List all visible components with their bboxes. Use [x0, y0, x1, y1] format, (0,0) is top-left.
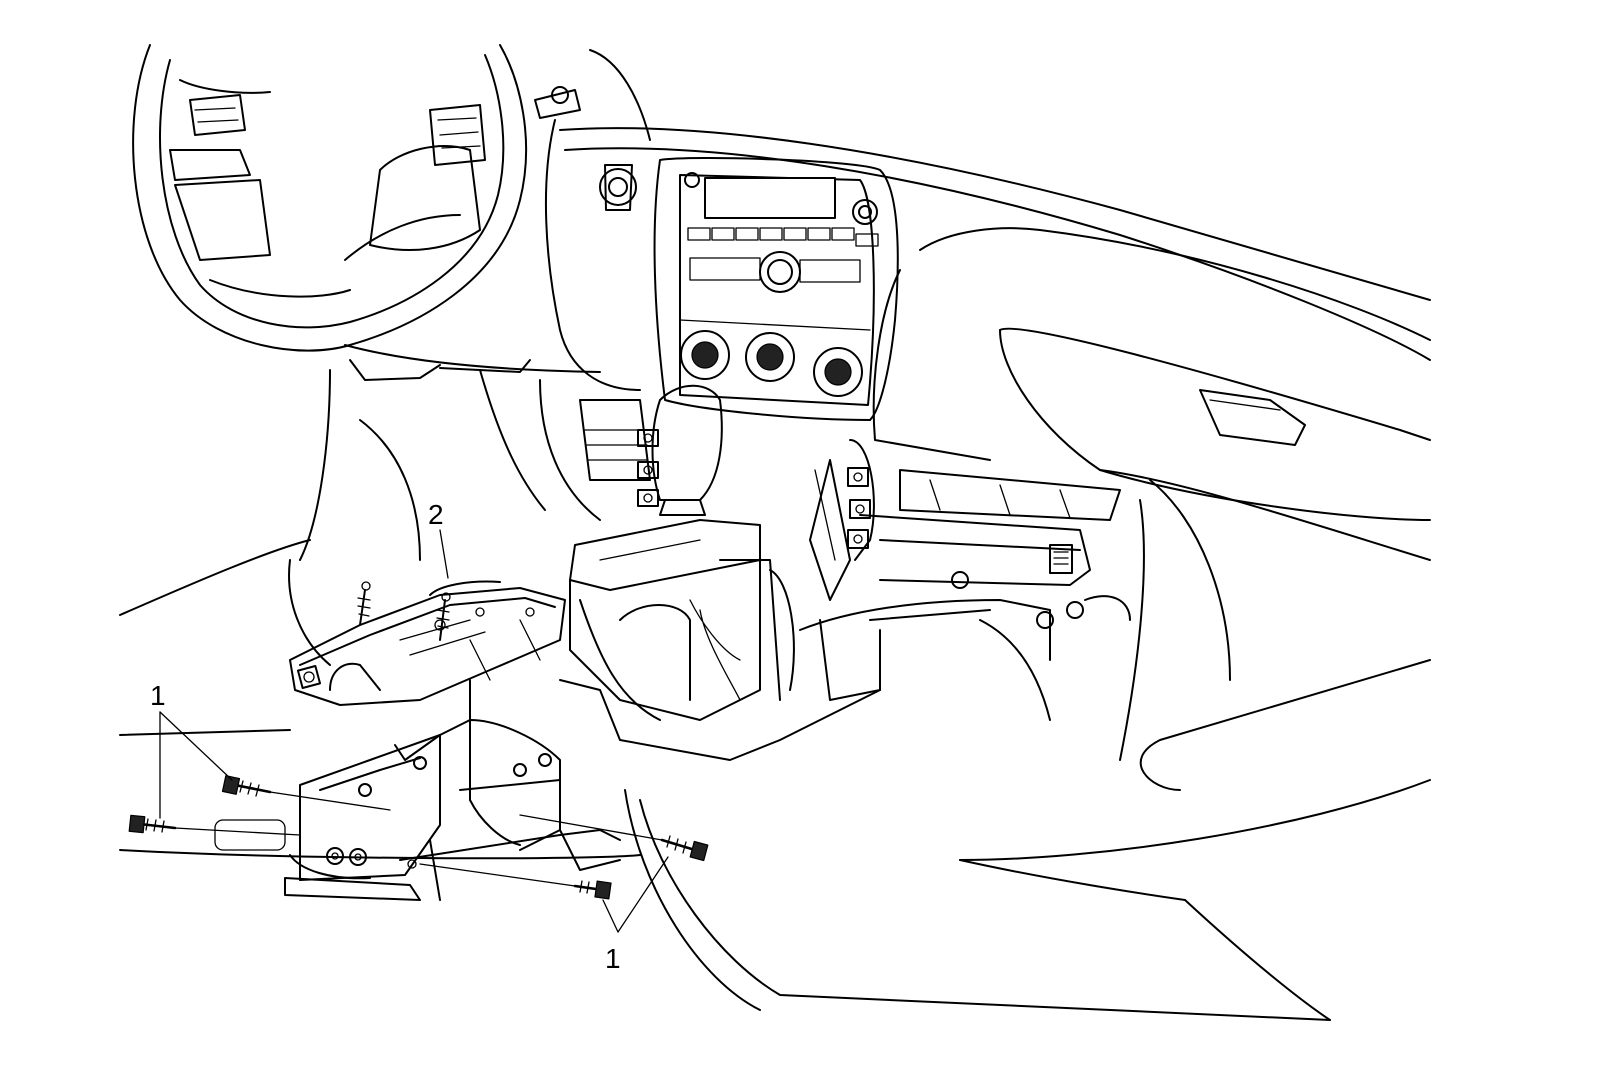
bolt-top-left: [221, 775, 391, 811]
radio-preset-buttons: [687, 227, 879, 247]
callout-label-1-bottom: 1: [605, 943, 621, 974]
lower-support-brackets: [214, 719, 621, 901]
floor-pan: [119, 369, 1431, 1021]
floor-shifter-assembly: [559, 384, 881, 761]
console-front-bracket: [289, 580, 566, 801]
bolts: [128, 775, 709, 900]
callout-label-1-left: 1: [150, 680, 166, 711]
bolt-bottom-center: [419, 863, 612, 900]
callout-leaders: [159, 529, 669, 933]
bolt-mid-left: [128, 814, 301, 836]
instrument-panel: [344, 49, 1431, 391]
steering-wheel: [132, 44, 581, 352]
glovebox-area: [872, 227, 1431, 521]
console-support-modules: [799, 439, 1131, 701]
center-stack: [653, 157, 899, 421]
bolt-right: [519, 814, 709, 862]
callout-label-2: 2: [428, 499, 444, 530]
